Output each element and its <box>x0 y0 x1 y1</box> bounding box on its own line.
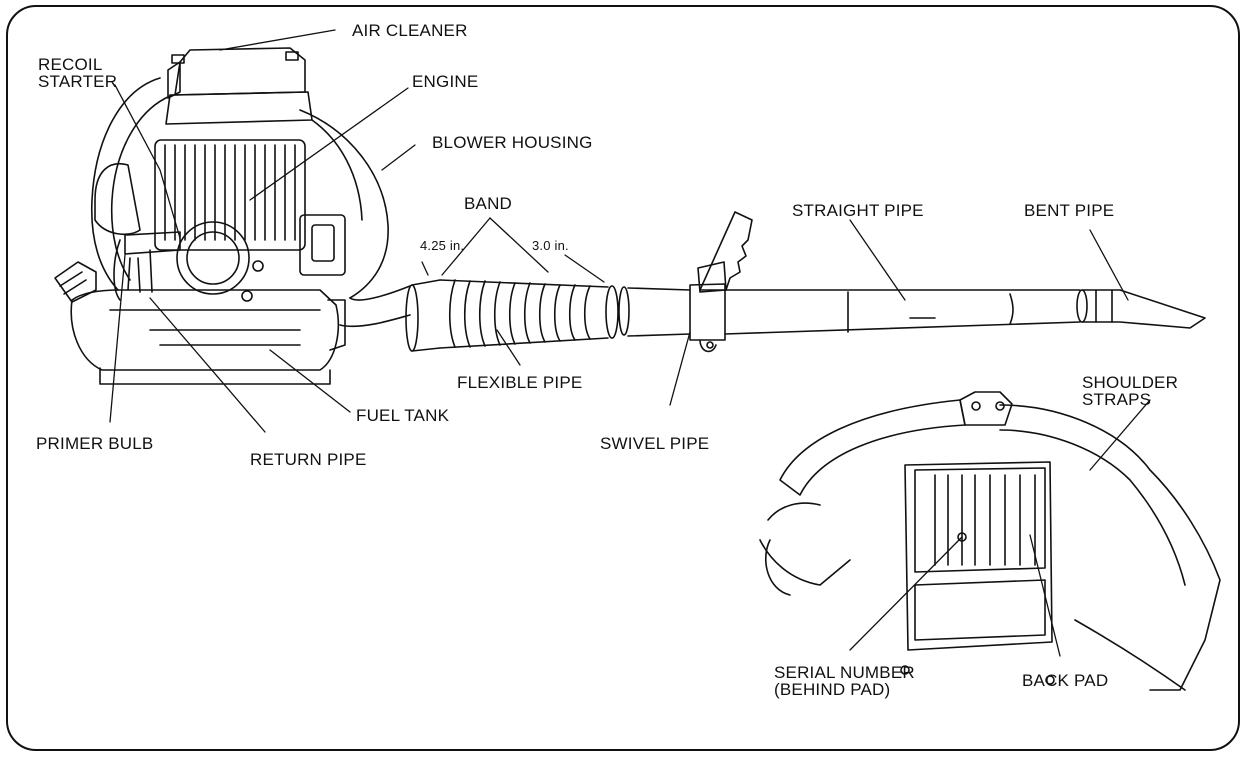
flexible-pipe-label: FLEXIBLE PIPE <box>457 373 583 392</box>
shoulder-straps-label-line2: STRAPS <box>1082 390 1152 409</box>
serial-number-label-line2: (BEHIND PAD) <box>774 680 891 699</box>
engine-body-drawing <box>54 47 389 385</box>
air-cleaner-label: AIR CLEANER <box>352 21 468 40</box>
recoil-starter-label-line1: RECOIL <box>38 55 103 74</box>
recoil-starter-label-line2: STARTER <box>38 72 118 91</box>
pipes-drawing <box>339 211 1206 353</box>
serial-number-label-line1: SERIAL NUMBER <box>774 663 915 682</box>
diagram-frame <box>6 5 1240 751</box>
backpack-drawing <box>759 391 1221 691</box>
band-label: BAND <box>464 194 513 213</box>
back-pad-label: BACK PAD <box>1022 671 1109 690</box>
engine-label: ENGINE <box>412 72 479 91</box>
fuel-tank-label: FUEL TANK <box>356 406 450 425</box>
return-pipe-label: RETURN PIPE <box>250 450 367 469</box>
shoulder-straps-label-line1: SHOULDER <box>1082 373 1179 392</box>
blower-housing-label: BLOWER HOUSING <box>432 133 593 152</box>
primer-bulb-label: PRIMER BULB <box>36 434 154 453</box>
band-size-3-0-label: 3.0 in. <box>532 238 569 253</box>
straight-pipe-label: STRAIGHT PIPE <box>792 201 924 220</box>
leader-lines <box>109 29 1151 657</box>
swivel-pipe-label: SWIVEL PIPE <box>600 434 710 453</box>
bent-pipe-label: BENT PIPE <box>1024 201 1115 220</box>
band-size-4-25-label: 4.25 in. <box>420 238 465 253</box>
